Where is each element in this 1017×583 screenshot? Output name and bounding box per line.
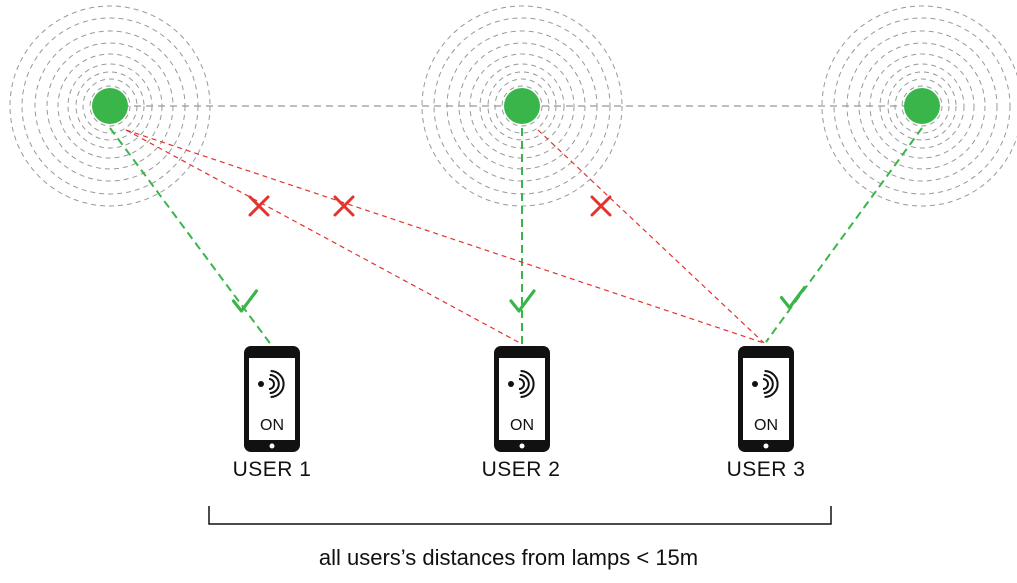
check-icon — [231, 289, 259, 313]
blocked-link — [125, 129, 521, 344]
wireless-signal-icon — [258, 370, 285, 398]
signal-ring — [34, 30, 186, 182]
signal-ring — [46, 42, 174, 170]
cross-icon — [590, 195, 612, 217]
check-icon — [509, 289, 536, 313]
signal-ring — [487, 71, 557, 141]
lamp-beacon-icon — [904, 88, 940, 124]
signal-ring — [494, 78, 550, 134]
signal-ring — [869, 53, 975, 159]
smartphone-icon: ON — [244, 346, 300, 452]
wireless-signal-icon — [508, 370, 535, 398]
signal-ring — [21, 17, 199, 195]
phone-status-text: ON — [260, 417, 284, 434]
user-2-label: USER 2 — [481, 458, 561, 481]
signal-ring — [887, 71, 957, 141]
lamp-beacon-icon — [504, 88, 540, 124]
user-3-label: USER 3 — [726, 458, 806, 481]
signal-ring — [821, 5, 1017, 207]
wireless-signal-icon — [752, 370, 779, 398]
user-1-label: USER 1 — [232, 458, 312, 481]
check-icon — [779, 286, 807, 310]
phone-status-text: ON — [754, 417, 778, 434]
distance-caption: all users’s distances from lamps < 15m — [318, 545, 699, 570]
blocked-link — [125, 129, 765, 344]
signal-ring — [901, 85, 943, 127]
signal-ring — [75, 71, 145, 141]
signal-ring — [879, 63, 965, 149]
signal-ring — [894, 78, 950, 134]
phone-status-text: ON — [510, 417, 534, 434]
cross-icon — [333, 195, 355, 217]
smartphone-icon: ON — [494, 346, 550, 452]
cross-icon — [248, 195, 270, 217]
connected-link — [765, 127, 923, 343]
signal-ring — [501, 85, 543, 127]
smartphone-icon: ON — [738, 346, 794, 452]
signal-ring — [67, 63, 153, 149]
signal-ring — [833, 17, 1011, 195]
signal-ring — [458, 42, 586, 170]
signal-ring — [57, 53, 163, 159]
signal-ring — [89, 85, 131, 127]
lamp-beacon-icon — [92, 88, 128, 124]
distance-bracket — [208, 506, 832, 525]
signal-ring — [858, 42, 986, 170]
signal-ring — [846, 30, 998, 182]
signal-ring — [9, 5, 211, 207]
blocked-link — [537, 129, 765, 344]
signal-ring — [82, 78, 138, 134]
connected-link — [109, 127, 273, 347]
